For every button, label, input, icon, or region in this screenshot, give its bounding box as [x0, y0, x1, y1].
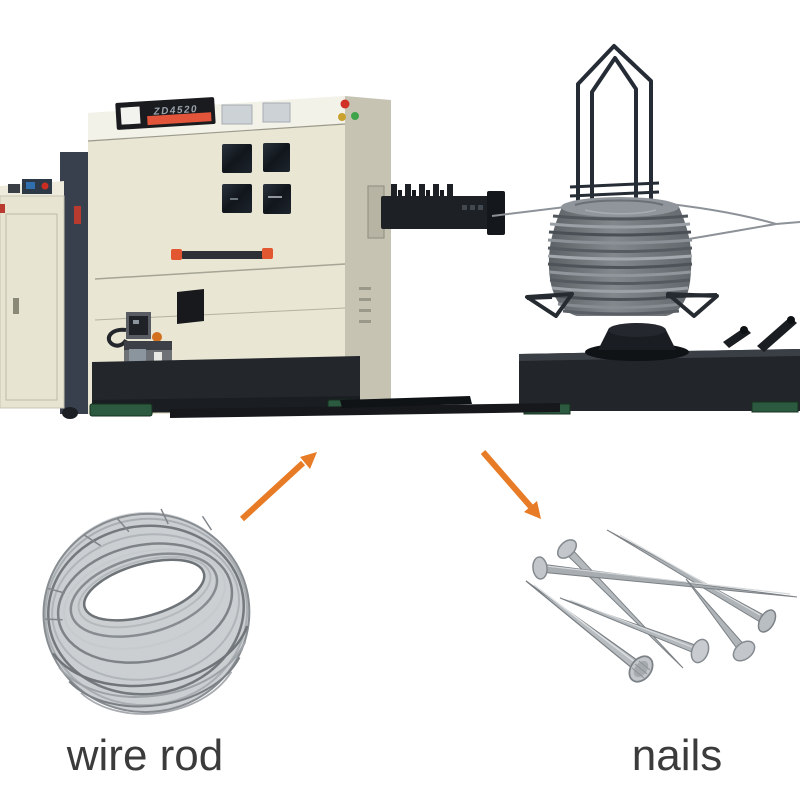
cabinet-controls — [8, 179, 52, 194]
arrow-wire-to-machine — [239, 452, 317, 522]
door-handle — [171, 248, 273, 260]
floor-track — [170, 396, 560, 418]
coil-cage — [569, 44, 660, 206]
nails-pile — [525, 529, 798, 683]
wire-rod-label: wire rod — [66, 731, 224, 780]
machine-nameplate: ZD4520 — [115, 97, 216, 130]
control-cabinet — [0, 152, 92, 419]
nail-chute — [177, 289, 204, 324]
side-vent-slits — [359, 287, 371, 323]
arrow-machine-to-nails — [480, 450, 541, 519]
decoiler-levers — [723, 316, 797, 352]
nails-label: nails — [631, 731, 723, 780]
wire-rod-coil — [42, 508, 251, 715]
wire-coil — [547, 197, 693, 316]
coil-tray — [525, 292, 719, 318]
wire-decoiler — [519, 44, 800, 415]
nail-making-machine: ZD4520 — [87, 96, 391, 417]
inspection-windows — [222, 143, 291, 214]
wire-straightener — [367, 184, 505, 239]
machine-buttons — [338, 99, 359, 121]
